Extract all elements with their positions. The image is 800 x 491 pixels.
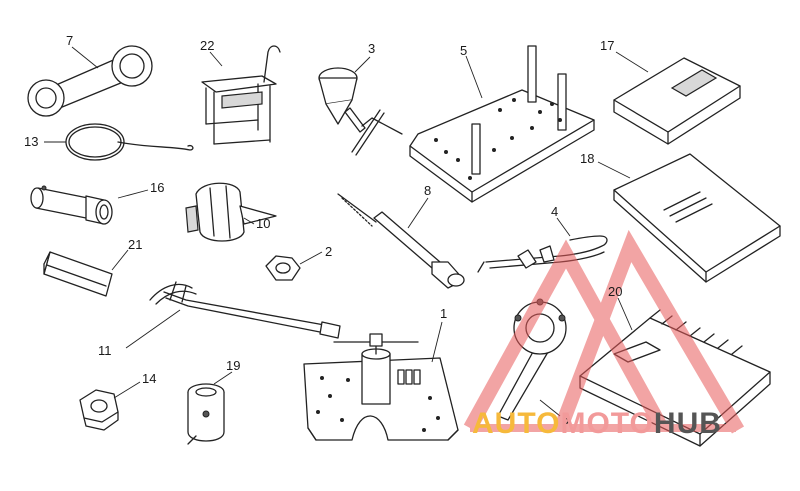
part-4-hook-tool bbox=[477, 235, 608, 273]
callout-3: 3 bbox=[368, 41, 376, 56]
watermark-moto: MOTO bbox=[560, 407, 654, 440]
part-8-long-tool bbox=[337, 193, 465, 289]
part-10-clamp bbox=[185, 182, 277, 242]
callout-8: 8 bbox=[424, 183, 432, 198]
callout-22: 22 bbox=[200, 38, 215, 53]
watermark-text: AUTOMOTOHUB bbox=[472, 409, 722, 439]
part-17-booklet bbox=[613, 57, 741, 145]
part-13-wire-ring bbox=[65, 123, 194, 161]
callout-16: 16 bbox=[150, 180, 165, 195]
callout-20: 20 bbox=[608, 284, 623, 299]
callout-5: 5 bbox=[460, 43, 468, 58]
part-7-ring-spanner bbox=[27, 45, 153, 117]
callout-21: 21 bbox=[128, 237, 143, 252]
callout-13: 13 bbox=[24, 134, 39, 149]
callout-18: 18 bbox=[580, 151, 595, 166]
callout-19: 19 bbox=[226, 358, 241, 373]
part-18-manual bbox=[613, 153, 781, 283]
callout-7: 7 bbox=[66, 33, 74, 48]
part-3-puller bbox=[318, 67, 403, 156]
callout-11: 11 bbox=[98, 343, 112, 358]
part-16-tube-socket bbox=[30, 185, 113, 225]
callout-1: 1 bbox=[440, 306, 448, 321]
watermark-hub: HUB bbox=[653, 407, 722, 440]
callout-10: 10 bbox=[256, 216, 271, 231]
part-22-stand bbox=[201, 45, 281, 145]
part-11-lever bbox=[149, 281, 341, 339]
part-5-base-plate bbox=[409, 45, 595, 203]
callout-4: 4 bbox=[551, 204, 559, 219]
callout-14: 14 bbox=[142, 371, 157, 386]
part-19-collar bbox=[187, 383, 225, 445]
part-1-press-plate bbox=[303, 333, 459, 441]
part-14-nut bbox=[79, 389, 119, 431]
callout-2: 2 bbox=[325, 244, 333, 259]
watermark-logo bbox=[463, 229, 745, 434]
part-2-nut bbox=[265, 255, 301, 281]
callout-6: 6 bbox=[562, 412, 570, 427]
part-21-hex-bar bbox=[43, 251, 113, 297]
watermark-auto: AUTO bbox=[472, 407, 561, 440]
callout-17: 17 bbox=[600, 38, 615, 53]
